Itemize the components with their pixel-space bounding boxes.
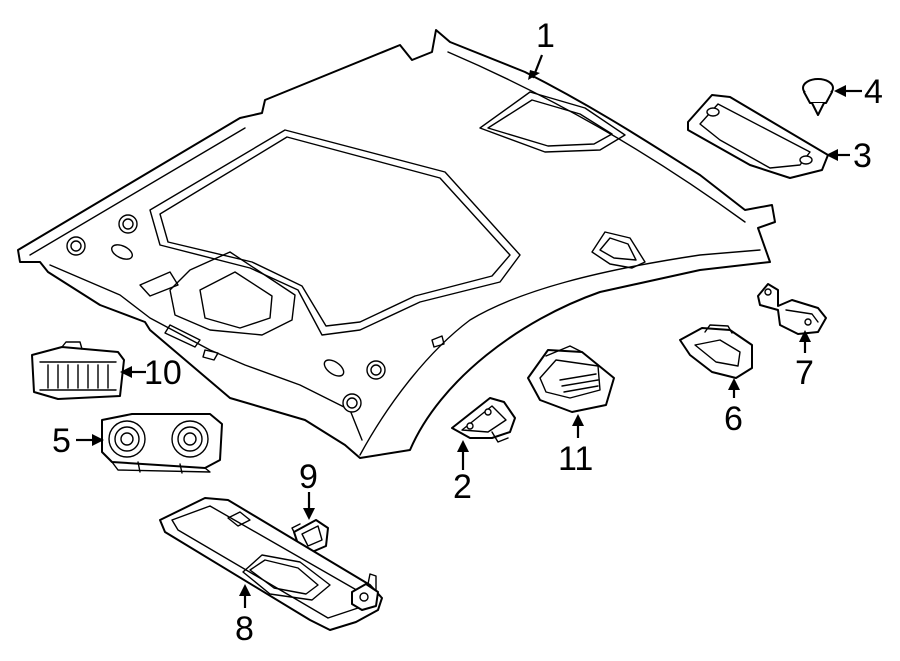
- callout-5: 5: [52, 422, 104, 460]
- callout-11-label: 11: [558, 440, 593, 478]
- callout-10-label: 10: [144, 354, 182, 392]
- callout-7: 7: [795, 330, 814, 392]
- callout-8-label: 8: [235, 610, 254, 648]
- callout-2: 2: [453, 440, 472, 506]
- reading-lamp-part: [101, 413, 223, 474]
- clip-part: [802, 78, 834, 116]
- callout-3: 3: [826, 137, 872, 175]
- callout-6-label: 6: [724, 400, 743, 438]
- speaker-grille-part: [31, 341, 125, 400]
- dome-lamp-part: [527, 345, 615, 413]
- callout-9-label: 9: [299, 458, 318, 496]
- mounting-bracket-part: [757, 283, 827, 335]
- bracket-part: [451, 397, 516, 443]
- callout-7-label: 7: [795, 354, 814, 392]
- callout-9: 9: [299, 458, 318, 520]
- headliner-part: [17, 29, 776, 459]
- callout-2-label: 2: [453, 468, 472, 506]
- callout-3-label: 3: [853, 137, 872, 175]
- callout-10: 10: [120, 354, 182, 392]
- callout-6: 6: [724, 378, 743, 438]
- callout-11: 11: [558, 414, 593, 478]
- callout-5-label: 5: [52, 422, 71, 460]
- sun-visor-part: [159, 497, 383, 631]
- callout-1-label: 1: [536, 17, 555, 55]
- callout-4-label: 4: [864, 73, 883, 111]
- callout-8: 8: [235, 584, 254, 648]
- grab-handle-bracket-part: [679, 324, 753, 379]
- trim-panel-part: [687, 94, 829, 179]
- callout-4: 4: [834, 73, 883, 111]
- callout-1: 1: [528, 17, 555, 80]
